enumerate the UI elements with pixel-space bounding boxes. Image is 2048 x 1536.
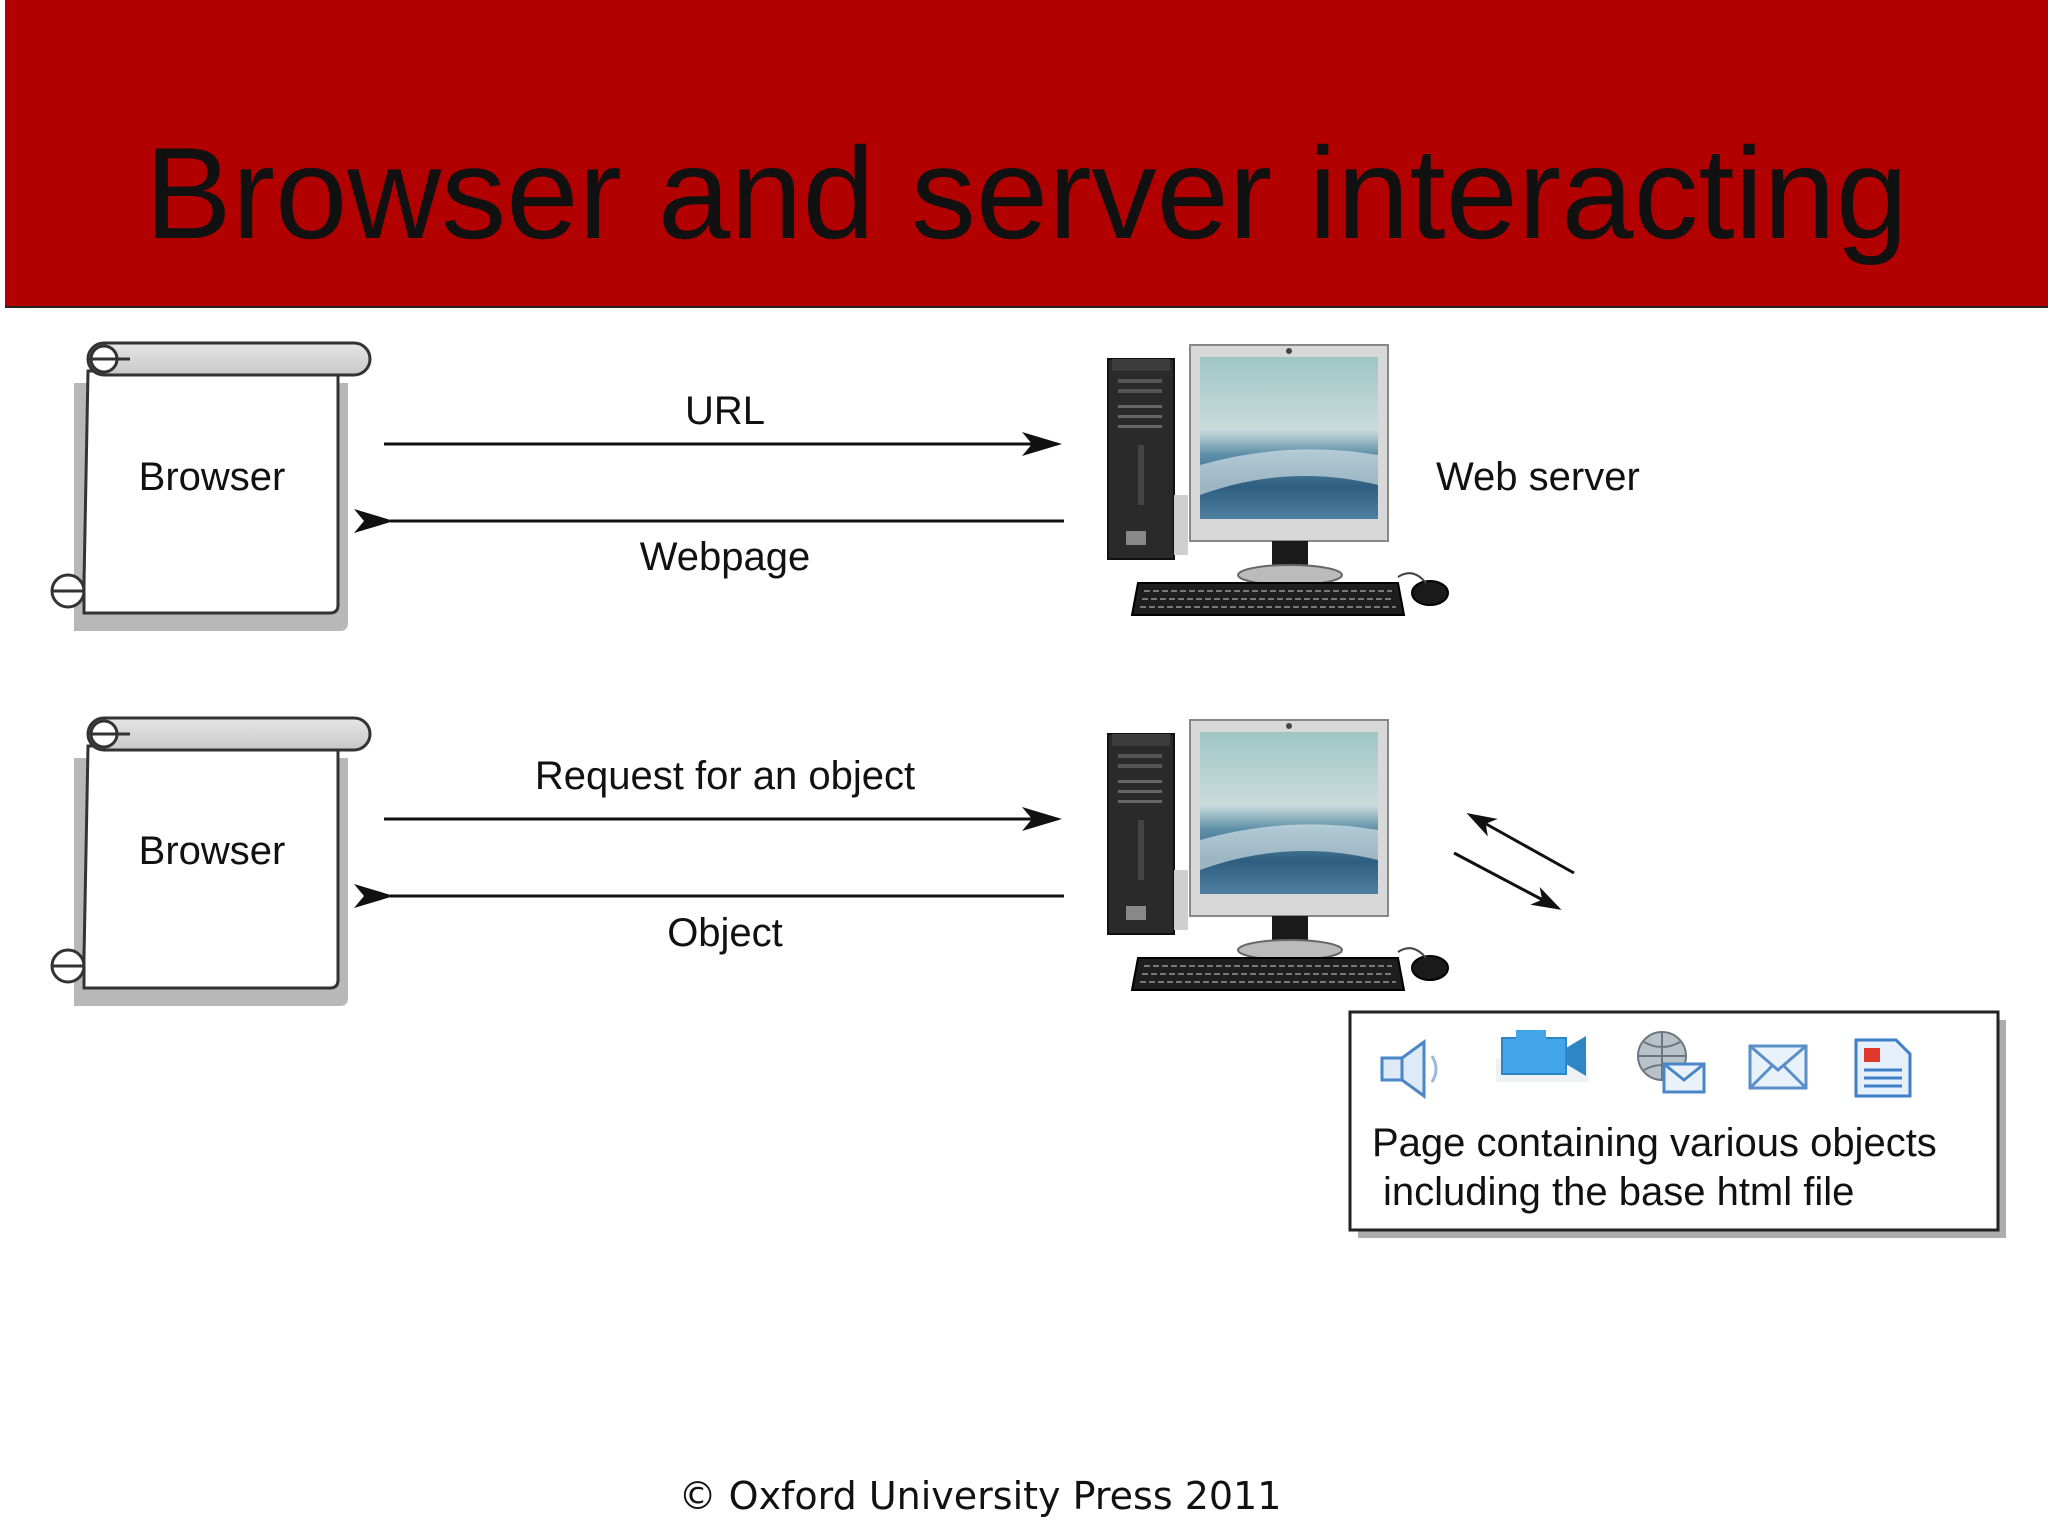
document-icon xyxy=(1854,1038,1912,1098)
title-bar: Browser and server interacting xyxy=(5,0,2048,308)
web-server-computer-2 xyxy=(1107,719,1449,991)
web-server-label: Web server xyxy=(1436,455,1640,499)
envelope-icon xyxy=(1748,1044,1808,1090)
browser-label-2: Browser xyxy=(139,829,286,873)
objects-box: Page containing various objects includin… xyxy=(1348,1010,2006,1238)
copyright-footer: © Oxford University Press 2011 xyxy=(678,1474,1282,1518)
video-camera-icon xyxy=(1496,1030,1588,1082)
url-label: URL xyxy=(685,389,765,433)
browser-label-1: Browser xyxy=(139,455,286,499)
webpage-label: Webpage xyxy=(640,535,811,579)
objects-box-line1: Page containing various objects xyxy=(1372,1121,1937,1165)
exchange-arrow-up xyxy=(1466,813,1575,875)
web-server-computer-1 xyxy=(1107,344,1449,616)
request-label: Request for an object xyxy=(535,754,915,798)
objects-box-line2: including the base html file xyxy=(1383,1170,1854,1214)
page-title: Browser and server interacting xyxy=(145,120,1908,266)
object-label: Object xyxy=(667,911,783,955)
exchange-arrow-down xyxy=(1453,851,1562,910)
speaker-icon xyxy=(1380,1039,1438,1099)
globe-mail-icon xyxy=(1637,1031,1706,1094)
